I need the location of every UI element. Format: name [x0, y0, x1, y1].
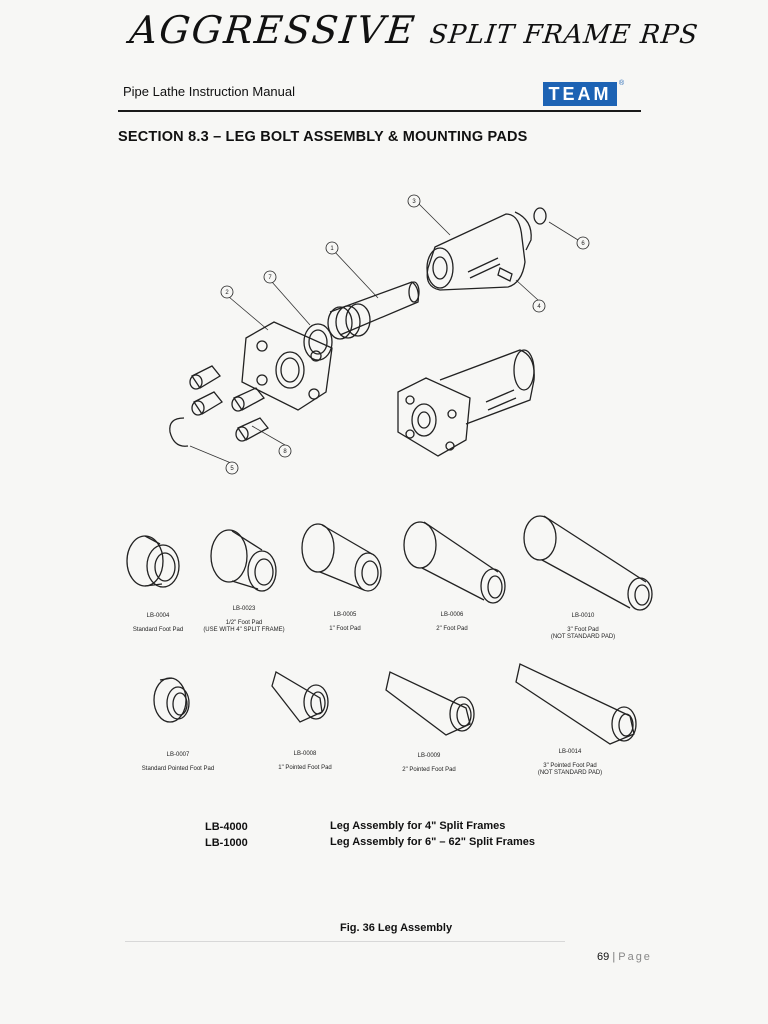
pad-code: LB-0007 [166, 752, 190, 758]
part-number-lb-1000: LB-1000 [205, 837, 248, 849]
pointed-pad-drawings [153, 663, 637, 745]
svg-text:4: 4 [537, 304, 541, 310]
pad-desc: 1" Pointed Foot Pad [278, 765, 332, 771]
pad-label-lb-0007: LB-0007 Standard Pointed Foot Pad [128, 745, 228, 780]
pad-lb-0004 [126, 535, 180, 588]
part-desc-lb-4000: Leg Assembly for 4" Split Frames [330, 820, 506, 832]
footer-divider [125, 941, 565, 942]
svg-text:8: 8 [283, 449, 287, 455]
pad-label-lb-0006: LB-0006 2" Foot Pad [417, 605, 487, 640]
logo-registered-mark: ® [619, 80, 625, 87]
part-3-clamp-body [426, 211, 532, 291]
figure-caption: Fig. 36 Leg Assembly [340, 922, 453, 934]
pad-desc: 1" Foot Pad [329, 626, 361, 632]
pad-desc: 2" Foot Pad [436, 626, 468, 632]
team-logo: TEAM [543, 82, 617, 106]
pad-code: LB-0009 [417, 753, 441, 759]
part-5-snap-ring [169, 417, 189, 447]
part-desc-lb-1000: Leg Assembly for 6" – 62" Split Frames [330, 836, 536, 848]
callout-7: 7 [263, 270, 277, 284]
page-number-footer: 69 | Page [597, 951, 652, 963]
foot-pad-drawings [126, 515, 653, 611]
pad-lb-0023 [210, 529, 277, 592]
leader-lines [189, 203, 579, 464]
pad-desc: 2" Pointed Foot Pad [402, 767, 456, 773]
pad-code: LB-0006 [440, 612, 464, 618]
pad-code: LB-0008 [293, 751, 317, 757]
pad-desc: 3" Pointed Foot Pad (NOT STANDARD PAD) [537, 763, 603, 776]
pad-label-lb-0005: LB-0005 1" Foot Pad [310, 605, 380, 640]
callout-3: 3 [407, 194, 421, 208]
pad-desc: Standard Pointed Foot Pad [141, 766, 215, 772]
pad-lb-0006 [403, 521, 506, 604]
page-word: Page [618, 951, 652, 963]
callout-2: 2 [220, 285, 234, 299]
part-2-mounting-plate [241, 321, 333, 411]
pad-label-lb-0014: LB-0014 3" Pointed Foot Pad (NOT STANDAR… [520, 742, 620, 784]
part-6-pin [533, 207, 547, 225]
part-4-key [497, 267, 513, 282]
callout-1: 1 [325, 241, 339, 255]
pad-lb-0014 [515, 663, 637, 745]
pad-lb-0005 [301, 523, 382, 592]
pad-desc: 1/2" Foot Pad (USE WITH 4" SPLIT FRAME) [203, 620, 285, 633]
svg-text:6: 6 [581, 241, 585, 247]
pad-code: LB-0014 [558, 749, 582, 755]
pad-lb-0008 [271, 671, 329, 723]
pad-code: LB-0023 [232, 606, 256, 612]
pad-label-lb-0004: LB-0004 Standard Foot Pad [118, 606, 198, 641]
svg-text:2: 2 [225, 290, 229, 296]
svg-text:5: 5 [230, 466, 234, 472]
callout-4: 4 [532, 299, 546, 313]
part-8-bolts [189, 365, 269, 442]
pad-label-lb-0023: LB-0023 1/2" Foot Pad (USE WITH 4" SPLIT… [194, 599, 294, 641]
svg-text:1: 1 [330, 246, 334, 252]
pad-lb-0009 [385, 671, 475, 736]
page-number: 69 [597, 951, 610, 963]
pad-code: LB-0010 [571, 613, 595, 619]
part-1-shaft [327, 281, 420, 340]
pad-label-lb-0010: LB-0010 3" Foot Pad (NOT STANDARD PAD) [538, 606, 628, 648]
callout-8: 8 [278, 444, 292, 458]
assembled-leg-unit [397, 349, 535, 457]
part-number-lb-4000: LB-4000 [205, 821, 248, 833]
page-separator: | [612, 951, 616, 963]
pad-code: LB-0004 [146, 613, 170, 619]
pad-desc: Standard Foot Pad [132, 627, 184, 633]
pad-code: LB-0005 [333, 612, 357, 618]
svg-text:7: 7 [268, 275, 272, 281]
pad-lb-0007 [153, 677, 190, 723]
callout-5: 5 [225, 461, 239, 475]
svg-text:3: 3 [412, 199, 416, 205]
pad-label-lb-0008: LB-0008 1" Pointed Foot Pad [262, 744, 348, 779]
pad-label-lb-0009: LB-0009 2" Pointed Foot Pad [386, 746, 472, 781]
header-rule [118, 110, 641, 112]
manual-title: Pipe Lathe Instruction Manual [123, 84, 295, 99]
section-title: SECTION 8.3 – LEG BOLT ASSEMBLY & MOUNTI… [118, 129, 528, 145]
callout-6: 6 [576, 236, 590, 250]
assembly-callouts: 3 1 7 2 6 4 8 5 [220, 194, 590, 475]
pad-desc: 3" Foot Pad (NOT STANDARD PAD) [550, 627, 616, 640]
pad-lb-0010 [523, 515, 653, 611]
